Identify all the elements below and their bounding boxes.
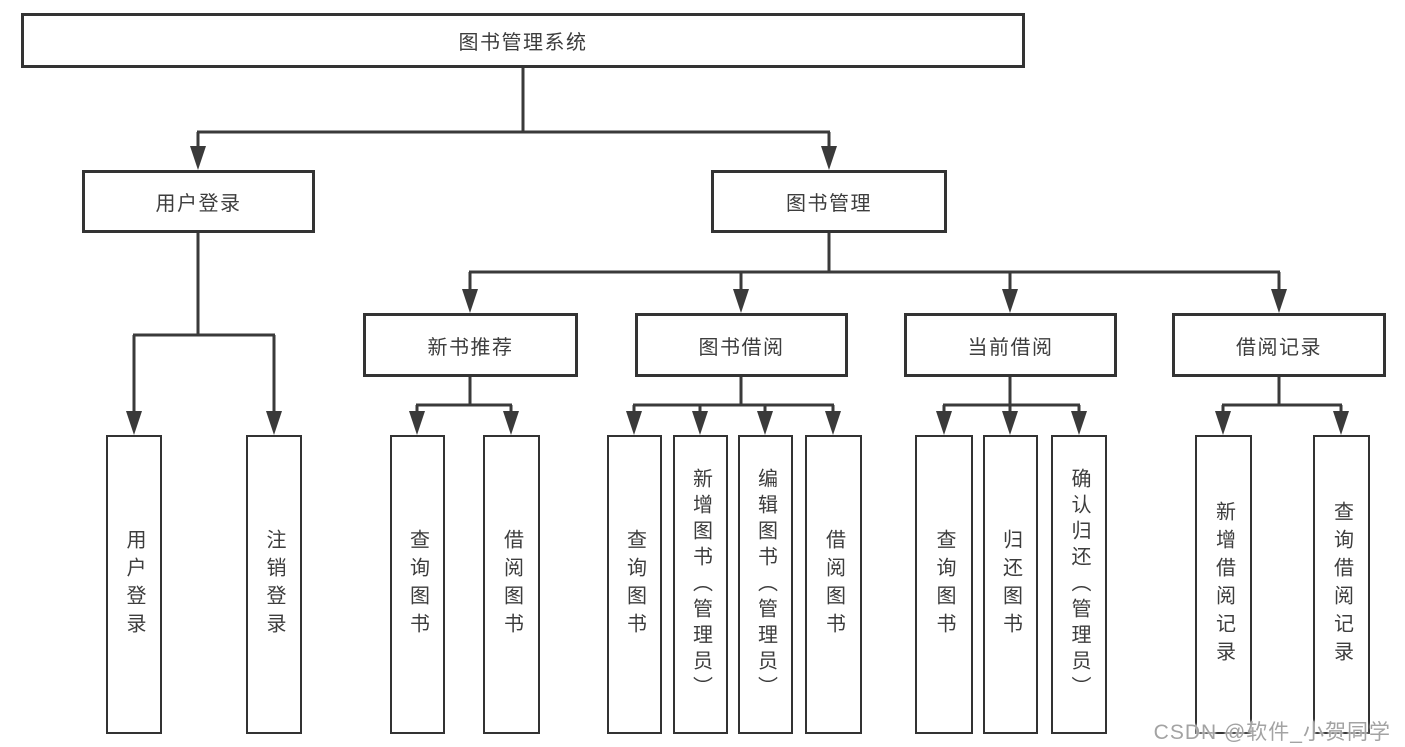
leaf-confirm-return-admin: 确认归还（管理员） xyxy=(1051,435,1107,734)
leaf-query-book-2: 查询图书 xyxy=(607,435,662,734)
leaf-borrow-book-1: 借阅图书 xyxy=(483,435,540,734)
leaf-logout: 注销登录 xyxy=(246,435,302,734)
watermark: CSDN @软件_小贺同学 xyxy=(1153,721,1391,744)
leaf-query-borrow-record: 查询借阅记录 xyxy=(1313,435,1370,734)
leaf-query-book-3: 查询图书 xyxy=(915,435,973,734)
node-borrow-records: 借阅记录 xyxy=(1172,313,1386,377)
node-book-borrow: 图书借阅 xyxy=(635,313,848,377)
leaf-label: 查询图书 xyxy=(623,528,646,641)
leaf-borrow-book-2: 借阅图书 xyxy=(805,435,862,734)
node-book-management: 图书管理 xyxy=(711,170,947,233)
node-new-book-recommend: 新书推荐 xyxy=(363,313,578,377)
node-root: 图书管理系统 xyxy=(21,13,1025,68)
leaf-label: 查询借阅记录 xyxy=(1330,500,1353,669)
leaf-label: 借阅图书 xyxy=(822,528,845,641)
leaf-add-borrow-record: 新增借阅记录 xyxy=(1195,435,1252,734)
leaf-label: 用户登录 xyxy=(123,528,145,641)
leaf-edit-book-admin: 编辑图书（管理员） xyxy=(738,435,793,734)
leaf-label: 新增借阅记录 xyxy=(1212,500,1235,669)
leaf-label: 查询图书 xyxy=(933,528,955,641)
leaf-query-book-1: 查询图书 xyxy=(390,435,445,734)
leaf-label: 注销登录 xyxy=(263,528,285,641)
leaf-label: 归还图书 xyxy=(999,528,1022,641)
leaf-user-login: 用户登录 xyxy=(106,435,162,734)
leaf-return-book: 归还图书 xyxy=(983,435,1038,734)
node-current-borrow: 当前借阅 xyxy=(904,313,1117,377)
leaf-label: 编辑图书（管理员） xyxy=(754,467,777,702)
leaf-label: 确认归还（管理员） xyxy=(1068,467,1090,702)
node-user-login: 用户登录 xyxy=(82,170,315,233)
leaf-label: 新增图书（管理员） xyxy=(689,467,712,702)
leaf-label: 查询图书 xyxy=(406,528,429,641)
leaf-add-book-admin: 新增图书（管理员） xyxy=(673,435,728,734)
leaf-label: 借阅图书 xyxy=(500,528,523,641)
